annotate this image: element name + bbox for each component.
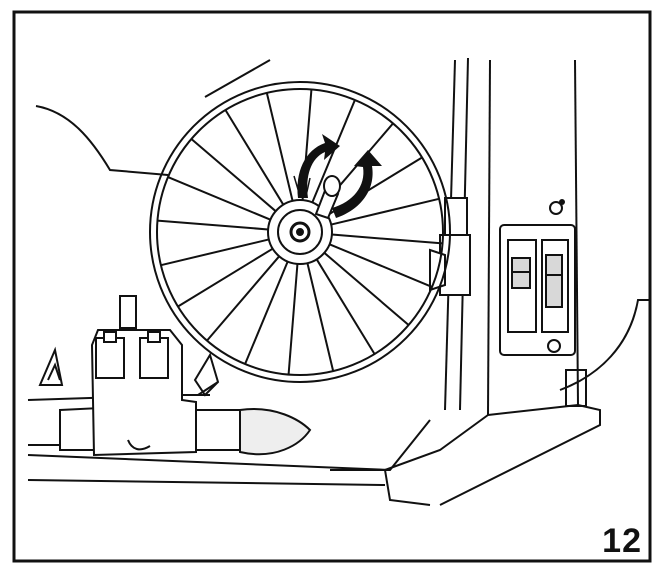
- wheel-spoke: [190, 138, 277, 212]
- wheel-spoke: [315, 258, 376, 355]
- wheel-spoke: [206, 255, 280, 342]
- rotation-arrow-icon: [297, 134, 340, 198]
- panel-screw-icon: [549, 201, 563, 215]
- left-guide-tabs: [38, 346, 64, 386]
- wheel-spoke: [157, 219, 269, 231]
- switch-panel[interactable]: [499, 224, 576, 356]
- wheel-spoke: [167, 176, 271, 221]
- blade-guide-clamp[interactable]: [429, 197, 471, 296]
- wheel-spoke: [177, 247, 274, 308]
- wheel-spoke: [160, 238, 270, 267]
- figure-border: [12, 10, 652, 563]
- center-guide-tab: [193, 352, 220, 397]
- lower-guard: [559, 299, 650, 391]
- wheel-spoke: [287, 263, 299, 375]
- wheel-spoke: [329, 243, 433, 288]
- wheel-spoke: [224, 109, 285, 206]
- wheel-spoke: [323, 252, 410, 326]
- wheel-spoke: [331, 233, 443, 245]
- figure-number: 12: [602, 522, 642, 560]
- wheel[interactable]: [149, 81, 451, 383]
- upper-housing: [35, 59, 271, 176]
- wheel-spoke: [244, 261, 289, 365]
- rotation-arrow-icon: [332, 150, 382, 218]
- panel-screw-icon: [559, 199, 565, 205]
- wheel-spoke: [306, 262, 335, 372]
- guard-bracket: [565, 369, 587, 407]
- saw-frame: [330, 57, 601, 506]
- motor-housing: [59, 295, 312, 457]
- wheel-spoke: [330, 197, 440, 226]
- tension-knob[interactable]: [314, 175, 341, 220]
- rotation-arrow-icon: [293, 175, 311, 197]
- wheel-spoke: [265, 92, 294, 202]
